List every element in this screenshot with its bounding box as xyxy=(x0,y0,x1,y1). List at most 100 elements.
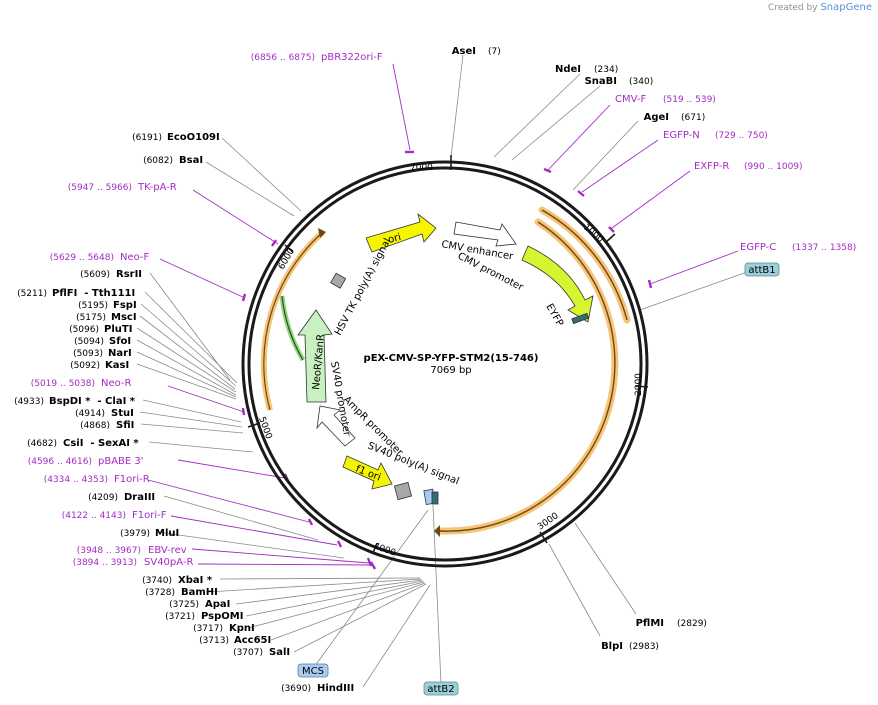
primer-label[interactable]: pBR322ori-F xyxy=(321,52,383,63)
enzyme-label[interactable]: AgeI xyxy=(644,112,669,123)
primer-position: (6856 .. 6875) xyxy=(251,53,315,63)
enzyme-label[interactable]: DraIII xyxy=(124,492,155,503)
primer-position: (3948 .. 3967) xyxy=(77,546,141,556)
enzyme-position: (3979) xyxy=(120,529,150,539)
enzyme-label[interactable]: CsiI - SexAI * xyxy=(63,438,139,449)
enzyme-label[interactable]: RsrII xyxy=(116,269,142,280)
mcs-block xyxy=(431,491,439,505)
enzyme-label[interactable]: BsaI xyxy=(179,155,203,166)
enzyme-label[interactable]: NdeI xyxy=(555,64,581,75)
leader-lines xyxy=(136,54,748,688)
ori-arrow xyxy=(365,212,437,253)
tag-mcs-label: MCS xyxy=(302,666,324,677)
sv40-polya-block xyxy=(393,481,413,501)
enzyme-position: (3728) xyxy=(145,588,175,598)
enzyme-label[interactable]: KpnI xyxy=(229,623,255,634)
tag-attb2[interactable]: attB2 xyxy=(423,681,459,696)
enzyme-position: (3725) xyxy=(169,600,199,610)
neokan-arrow xyxy=(297,309,333,403)
enzyme-label[interactable]: BamHI xyxy=(181,587,218,598)
primer-position: (729 .. 750) xyxy=(715,131,768,141)
enzyme-label[interactable]: BspDI * - ClaI * xyxy=(49,396,136,407)
enzyme-label[interactable]: ApaI xyxy=(205,599,230,610)
backbone-outer xyxy=(241,160,649,568)
enzyme-label[interactable]: PflFI - Tth111I xyxy=(52,288,135,299)
label-neokan: NeoR/KanR xyxy=(311,334,327,391)
primer-position: (4122 .. 4143) xyxy=(62,511,126,521)
primer-position: (519 .. 539) xyxy=(663,95,716,105)
enzyme-position: (6082) xyxy=(143,156,173,166)
primer-position: (1337 .. 1358) xyxy=(792,243,856,253)
enzyme-label[interactable]: BlpI xyxy=(601,641,623,652)
plasmid-name: pEX-CMV-SP-YFP-STM2(15-746) xyxy=(364,353,539,364)
hsv-tk-block xyxy=(330,272,347,289)
primer-label[interactable]: Neo-R xyxy=(101,378,132,389)
orf-arcs xyxy=(260,206,631,537)
enzyme-label[interactable]: KasI xyxy=(105,360,129,371)
enzyme-position: (3707) xyxy=(233,648,263,658)
snapgene-branding: Created by SnapGene xyxy=(768,2,872,13)
enzyme-position: (5093) xyxy=(73,349,103,359)
enzyme-position: (3721) xyxy=(165,612,195,622)
primer-position: (5947 .. 5966) xyxy=(68,183,132,193)
primer-label[interactable]: CMV-F xyxy=(615,94,646,105)
primer-label[interactable]: F1ori-F xyxy=(132,510,167,521)
primer-label[interactable]: F1ori-R xyxy=(114,474,150,485)
primer-label[interactable]: TK-pA-R xyxy=(137,182,177,193)
inner-features xyxy=(297,212,594,506)
primer-position: (990 .. 1009) xyxy=(744,162,803,172)
enzyme-label[interactable]: NarI xyxy=(108,348,132,359)
enzyme-label[interactable]: EcoO109I xyxy=(167,132,220,143)
enzyme-label[interactable]: StuI xyxy=(111,408,134,419)
enzyme-label[interactable]: AseI xyxy=(452,46,476,57)
enzyme-position: (7) xyxy=(488,47,501,57)
enzyme-label[interactable]: SalI xyxy=(269,647,290,658)
enzyme-position: (3713) xyxy=(199,636,229,646)
enzyme-label[interactable]: HindIII xyxy=(317,683,354,694)
branding-prefix: Created by xyxy=(768,3,818,13)
tag-attb1-label: attB1 xyxy=(748,265,775,276)
enzyme-position: (3740) xyxy=(142,576,172,586)
ampr-promoter-arrow xyxy=(316,405,356,447)
enzyme-label[interactable]: MscI xyxy=(111,312,137,323)
label-ori: ori xyxy=(387,232,402,246)
enzyme-label[interactable]: MluI xyxy=(155,528,179,539)
enzyme-position: (2829) xyxy=(677,619,707,629)
f1ori-arrow xyxy=(342,455,393,490)
primer-label[interactable]: EGFP-C xyxy=(740,242,776,253)
enzyme-position: (340) xyxy=(629,77,653,87)
enzyme-position: (5609) xyxy=(80,270,110,280)
enzyme-position: (234) xyxy=(594,65,618,75)
enzyme-position: (5175) xyxy=(76,313,106,323)
primer-label[interactable]: Neo-F xyxy=(120,252,150,263)
primer-label[interactable]: EXFP-R xyxy=(694,161,729,172)
enzyme-label[interactable]: XbaI * xyxy=(178,575,213,586)
enzyme-position: (5092) xyxy=(70,361,100,371)
tag-attb1[interactable]: attB1 xyxy=(744,262,780,277)
label-eyfp: EYFP xyxy=(543,302,565,328)
enzyme-label[interactable]: FspI xyxy=(113,300,137,311)
enzyme-position: (4914) xyxy=(75,409,105,419)
enzyme-label[interactable]: SfiI xyxy=(116,420,134,431)
enzyme-position: (3717) xyxy=(193,624,223,634)
attb1-block xyxy=(571,312,590,325)
enzyme-label[interactable]: SnaBI xyxy=(585,76,617,87)
label-hsv-tk: HSV TK poly(A) signal xyxy=(333,237,394,338)
enzyme-label[interactable]: PluTI xyxy=(104,324,132,335)
tag-attb2-label: attB2 xyxy=(427,684,454,695)
primer-position: (4334 .. 4353) xyxy=(44,475,108,485)
primer-position: (3894 .. 3913) xyxy=(73,558,137,568)
enzyme-position: (4868) xyxy=(80,421,110,431)
enzyme-label[interactable]: PflMI xyxy=(636,618,664,629)
enzyme-label[interactable]: SfoI xyxy=(109,336,131,347)
primer-label[interactable]: EGFP-N xyxy=(663,130,700,141)
primer-label[interactable]: SV40pA-R xyxy=(144,557,193,568)
enzyme-position: (5094) xyxy=(74,337,104,347)
enzyme-label[interactable]: PspOMI xyxy=(201,611,243,622)
primer-label[interactable]: EBV-rev xyxy=(148,545,187,556)
tick-label: 2000 xyxy=(634,373,644,396)
enzyme-label[interactable]: Acc65I xyxy=(234,635,271,646)
primer-label[interactable]: pBABE 3' xyxy=(98,456,144,467)
tag-mcs[interactable]: MCS xyxy=(297,663,329,678)
